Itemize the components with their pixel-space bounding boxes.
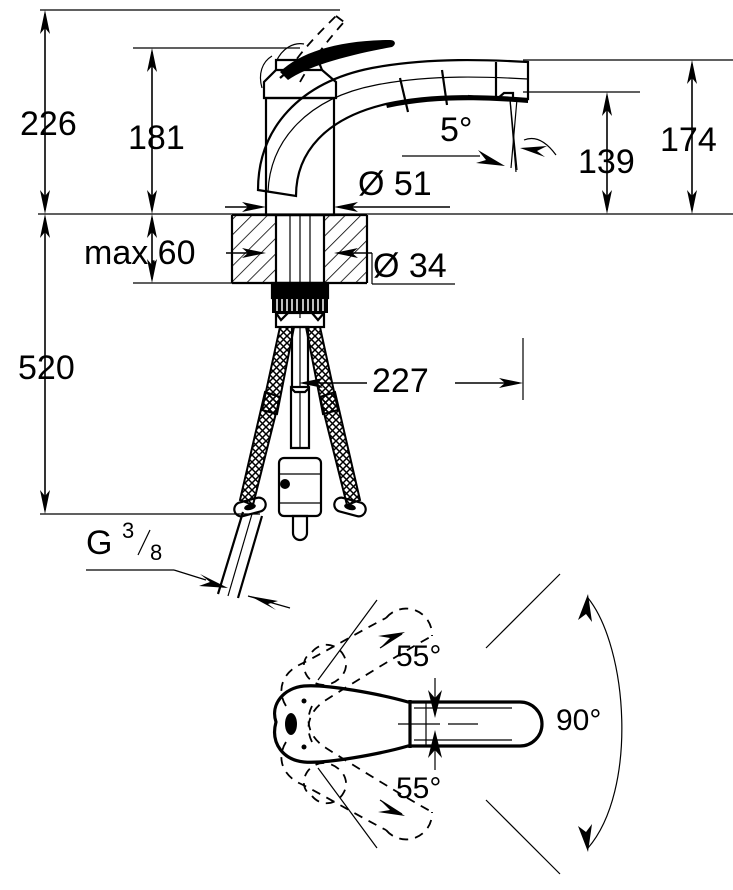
dim-139: 139 — [578, 92, 635, 214]
fixing-nut — [270, 281, 330, 329]
leader-g38: G 3 8 — [86, 518, 291, 610]
dim-90-total: 90° — [485, 573, 623, 875]
dim-181-label: 181 — [128, 119, 185, 157]
dim-5deg: 5° — [402, 98, 557, 171]
dim-max60-label: max.60 — [84, 234, 196, 272]
dim-226: 226 — [20, 10, 77, 214]
plan-spout-solid — [273, 684, 544, 764]
hose-tail-left — [216, 511, 264, 599]
dim-226-label: 226 — [20, 105, 77, 143]
flexible-hoses-upper — [260, 325, 340, 416]
hose-end-fitting-left — [233, 496, 267, 518]
dim-55-lower-label: 55° — [396, 772, 441, 805]
flexible-hoses-lower — [216, 390, 367, 599]
dim-520-label: 520 — [18, 349, 75, 387]
lever-handle — [259, 15, 395, 100]
plan-swivel-view: 55° 55° 90° — [273, 573, 623, 875]
leader-g38-subscript: 8 — [150, 540, 162, 565]
dim-227-label: 227 — [372, 362, 429, 400]
leader-g38-label: G — [86, 524, 112, 562]
dim-55-lower: 55° — [317, 730, 442, 849]
dim-55-upper: 55° — [317, 599, 442, 718]
leader-g38-superscript: 3 — [122, 518, 134, 543]
hose-end-fitting-right — [333, 496, 367, 518]
dim-174-label: 174 — [660, 121, 717, 159]
dim-max60: max.60 — [84, 214, 196, 283]
dim-55-upper-label: 55° — [396, 640, 441, 673]
extension-lines — [38, 9, 733, 515]
elevation-view: 226 181 max.60 520 Ø — [18, 9, 733, 610]
dim-d51-label: Ø 51 — [358, 165, 432, 203]
spout-assembly — [256, 58, 530, 198]
dim-520: 520 — [18, 214, 75, 514]
pullout-weight — [277, 385, 323, 542]
worktop-section — [230, 213, 369, 285]
dim-181: 181 — [128, 48, 185, 214]
dim-139-label: 139 — [578, 143, 635, 181]
dim-5deg-label: 5° — [440, 111, 473, 149]
dim-d34-label: Ø 34 — [373, 247, 447, 285]
dim-90-total-label: 90° — [556, 704, 601, 737]
dim-d51: Ø 51 — [225, 165, 450, 212]
plan-spout-ghost-lower — [280, 705, 433, 841]
dim-174: 174 — [660, 60, 717, 214]
